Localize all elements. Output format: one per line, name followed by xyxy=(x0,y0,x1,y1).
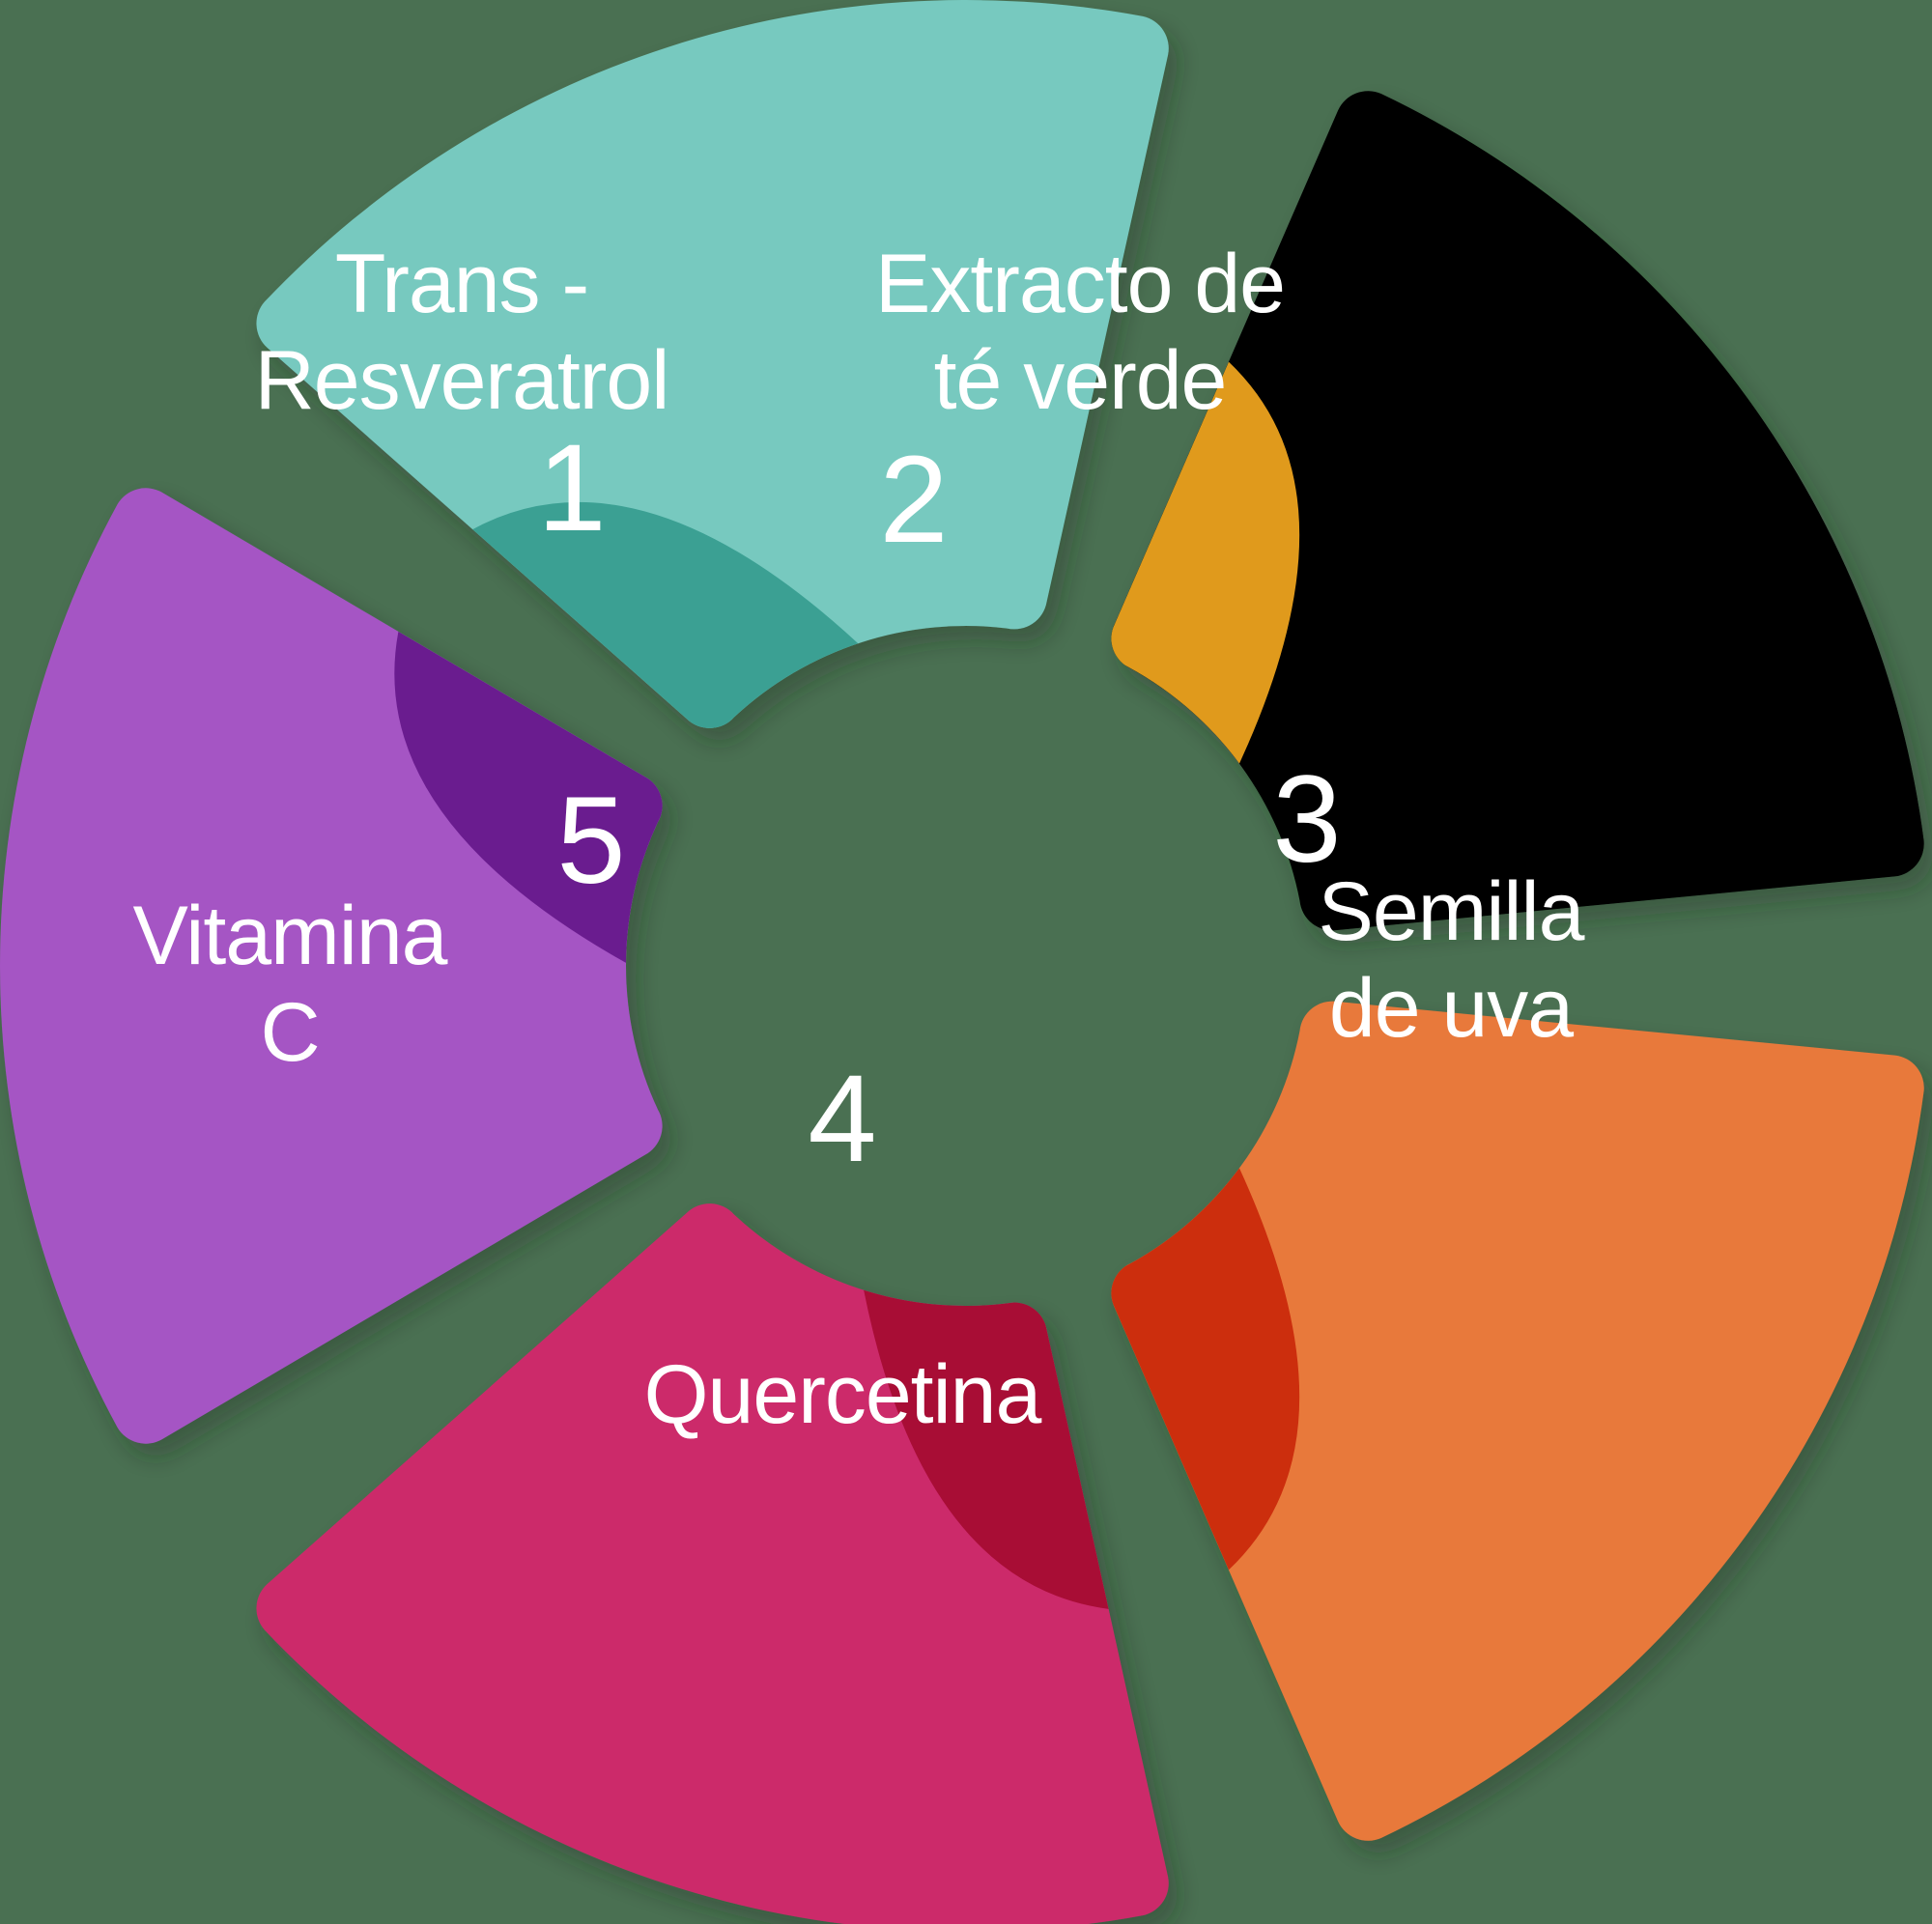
segment-accent-1 xyxy=(394,631,663,963)
segment-number-3: 3 xyxy=(1272,750,1341,889)
segment-number-4: 4 xyxy=(808,1050,876,1188)
segment-label-1: Trans -Resveratrol xyxy=(255,238,669,427)
wheel-segment-1[interactable] xyxy=(0,488,673,1444)
segment-body-4[interactable] xyxy=(1111,1001,1924,1841)
segment-number-2: 2 xyxy=(879,431,948,569)
segment-body-2[interactable] xyxy=(256,0,1169,728)
segment-body-3[interactable] xyxy=(1111,91,1924,931)
segment-accent-4 xyxy=(1111,1168,1300,1570)
wheel-segment-5[interactable] xyxy=(256,1203,1169,1924)
segment-accent-3 xyxy=(1111,361,1300,764)
wheel-segment-2[interactable] xyxy=(256,0,1169,741)
segment-accent-5 xyxy=(864,1289,1109,1609)
segment-label-4: Quercetina xyxy=(644,1348,1042,1441)
segment-accent-2 xyxy=(472,501,859,728)
segment-number-5: 5 xyxy=(556,772,625,910)
wheel-segment-4[interactable] xyxy=(1101,1001,1924,1841)
wheel-segment-3[interactable] xyxy=(1101,91,1924,931)
segment-number-1: 1 xyxy=(537,419,606,557)
